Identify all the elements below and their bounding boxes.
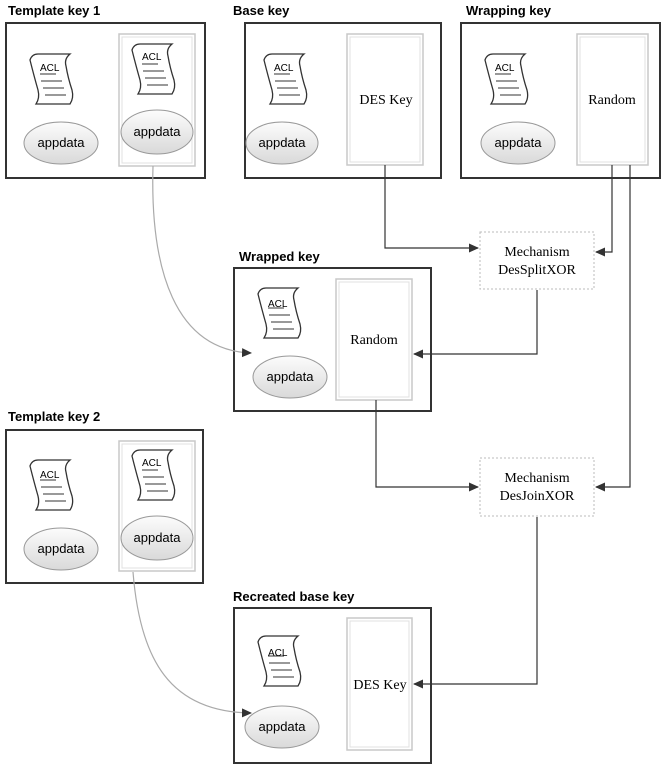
acl-label: ACL xyxy=(274,63,294,74)
template-key-2-title: Template key 2 xyxy=(8,409,100,424)
recreated-base-key-value-box xyxy=(346,617,413,751)
recreated-base-key-value: DES Key xyxy=(353,678,406,693)
appdata-label: appdata xyxy=(267,369,315,384)
appdata-label: appdata xyxy=(495,135,543,150)
base-key-title: Base key xyxy=(233,3,290,18)
acl-label: ACL xyxy=(268,299,288,310)
appdata-label: appdata xyxy=(38,135,86,150)
mechanism-split-line2: DesSplitXOR xyxy=(498,263,576,278)
acl-label: ACL xyxy=(142,52,162,63)
appdata-label: appdata xyxy=(134,530,182,545)
mechanism-split-box xyxy=(479,231,595,290)
connector-template1-to-wrapped xyxy=(152,165,252,358)
connector-wrapping-to-split xyxy=(595,165,613,257)
appdata-ellipse xyxy=(480,121,556,165)
appdata-ellipse xyxy=(120,109,194,155)
connector-join-to-recreated xyxy=(413,517,538,689)
acl-label: ACL xyxy=(268,648,288,659)
wrapped-key-value-box xyxy=(335,278,413,401)
wrapping-key-title: Wrapping key xyxy=(466,3,552,18)
recreated-base-key-title: Recreated base key xyxy=(233,589,355,604)
appdata-label: appdata xyxy=(259,719,307,734)
template-key-1-title: Template key 1 xyxy=(8,3,100,18)
appdata-ellipse xyxy=(245,121,319,165)
connector-template2-to-recreated xyxy=(132,571,252,718)
appdata-ellipse xyxy=(120,515,194,561)
base-key-value: DES Key xyxy=(359,93,412,108)
connector-base-to-split xyxy=(384,165,479,253)
appdata-ellipse xyxy=(23,527,99,571)
mechanism-join-box xyxy=(479,457,595,517)
appdata-label: appdata xyxy=(38,541,86,556)
acl-label: ACL xyxy=(495,63,515,74)
acl-label: ACL xyxy=(40,63,60,74)
acl-label: ACL xyxy=(40,470,60,481)
wrapped-key-title: Wrapped key xyxy=(239,249,320,264)
mechanism-join-line1: Mechanism xyxy=(504,471,569,486)
appdata-label: appdata xyxy=(259,135,307,150)
wrapping-key-value: Random xyxy=(588,93,636,108)
base-key-value-box xyxy=(346,33,424,166)
wrapped-key-value: Random xyxy=(350,333,398,348)
connector-wrapped-to-join xyxy=(375,400,479,492)
appdata-label: appdata xyxy=(134,124,182,139)
connector-split-to-wrapped xyxy=(413,290,538,359)
connector-wrapping-to-join xyxy=(595,165,631,492)
acl-label: ACL xyxy=(142,458,162,469)
appdata-ellipse xyxy=(244,705,320,749)
appdata-ellipse xyxy=(23,121,99,165)
mechanism-split-line1: Mechanism xyxy=(504,245,569,260)
appdata-ellipse xyxy=(252,355,328,399)
mechanism-join-line2: DesJoinXOR xyxy=(500,489,575,504)
wrapping-key-value-box xyxy=(576,33,649,166)
